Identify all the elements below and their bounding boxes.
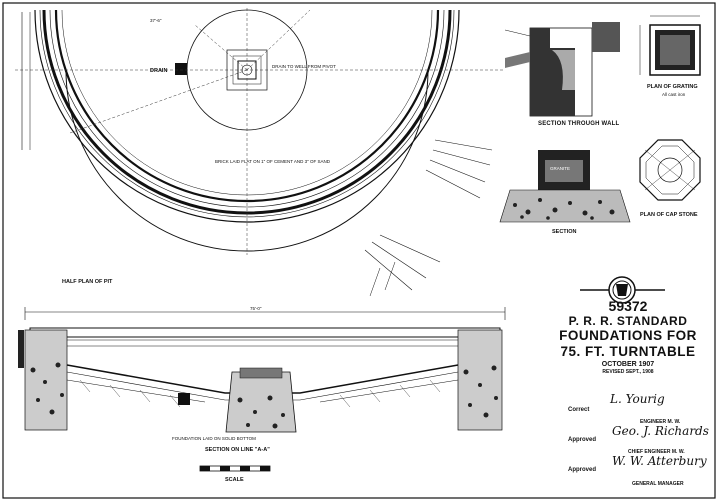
drawing-date: OCTOBER 1907 — [601, 361, 655, 368]
grating-note: All cast iron — [662, 92, 686, 97]
footing-note: FOUNDATION LAID ON SOLID BOTTOM — [172, 436, 256, 441]
scale-bar: SCALE — [199, 465, 271, 483]
drain-box — [175, 63, 187, 75]
plan-of-grating: PLAN OF GRATING All cast iron — [639, 15, 701, 97]
section-through-wall: SECTION THROUGH WALL — [504, 22, 620, 127]
section-on-line-aa: 75'-0" — [18, 306, 506, 483]
correct-label: Correct — [568, 407, 590, 413]
engineer-mw-signature: L. Yourig — [610, 392, 665, 406]
half-plan-of-pit: DRAIN DRAIN TO WELL FROM PIVOT BRICK LAI… — [15, 8, 505, 297]
title-line-2: 75. FT. TURNTABLE — [560, 343, 696, 359]
drain-note: DRAIN TO WELL FROM PIVOT — [272, 64, 336, 69]
overall-dim-label: 75'-0" — [250, 306, 262, 311]
prr-keystone-logo — [580, 276, 665, 304]
chief-engineer-title: CHIEF ENGINEER M. W. — [628, 449, 685, 455]
approved-label-2: Approved — [568, 467, 597, 473]
drawing-number: 59372 — [608, 298, 648, 314]
section-caption: SECTION — [552, 229, 576, 235]
general-manager-title: GENERAL MANAGER — [632, 481, 684, 487]
revised-date: REVISED SEPT., 1908 — [602, 369, 654, 375]
brick-note: BRICK LAID FLAT ON 1" OF CEMENT AND 3" O… — [215, 159, 331, 164]
granite-label: GRANITE — [550, 166, 570, 171]
section-aa-caption: SECTION ON LINE "A-A" — [205, 447, 270, 453]
title-line-1: FOUNDATIONS FOR — [559, 328, 697, 343]
plan-capstone-caption: PLAN OF CAP STONE — [640, 212, 698, 218]
engineer-mw-title: ENGINEER M. W. — [640, 419, 681, 425]
drain-label: DRAIN — [150, 68, 167, 74]
general-manager-signature: W. W. Atterbury — [612, 454, 707, 468]
title-block: 59372 P. R. R. STANDARD FOUNDATIONS FOR … — [548, 285, 708, 375]
chief-engineer-signature: Geo. J. Richards — [612, 424, 709, 438]
plan-of-cap-stone: PLAN OF CAP STONE — [639, 139, 701, 218]
scale-label: SCALE — [225, 477, 244, 483]
radius-dim-label: 37'-6" — [150, 18, 162, 23]
granite-section: GRANITE SECTION — [499, 150, 631, 235]
plan-grating-caption: PLAN OF GRATING — [647, 84, 698, 90]
half-plan-caption: HALF PLAN OF PIT — [62, 279, 113, 285]
standard-line: P. R. R. STANDARD — [568, 314, 688, 328]
approved-label-1: Approved — [568, 437, 597, 443]
section-wall-caption: SECTION THROUGH WALL — [538, 121, 619, 127]
